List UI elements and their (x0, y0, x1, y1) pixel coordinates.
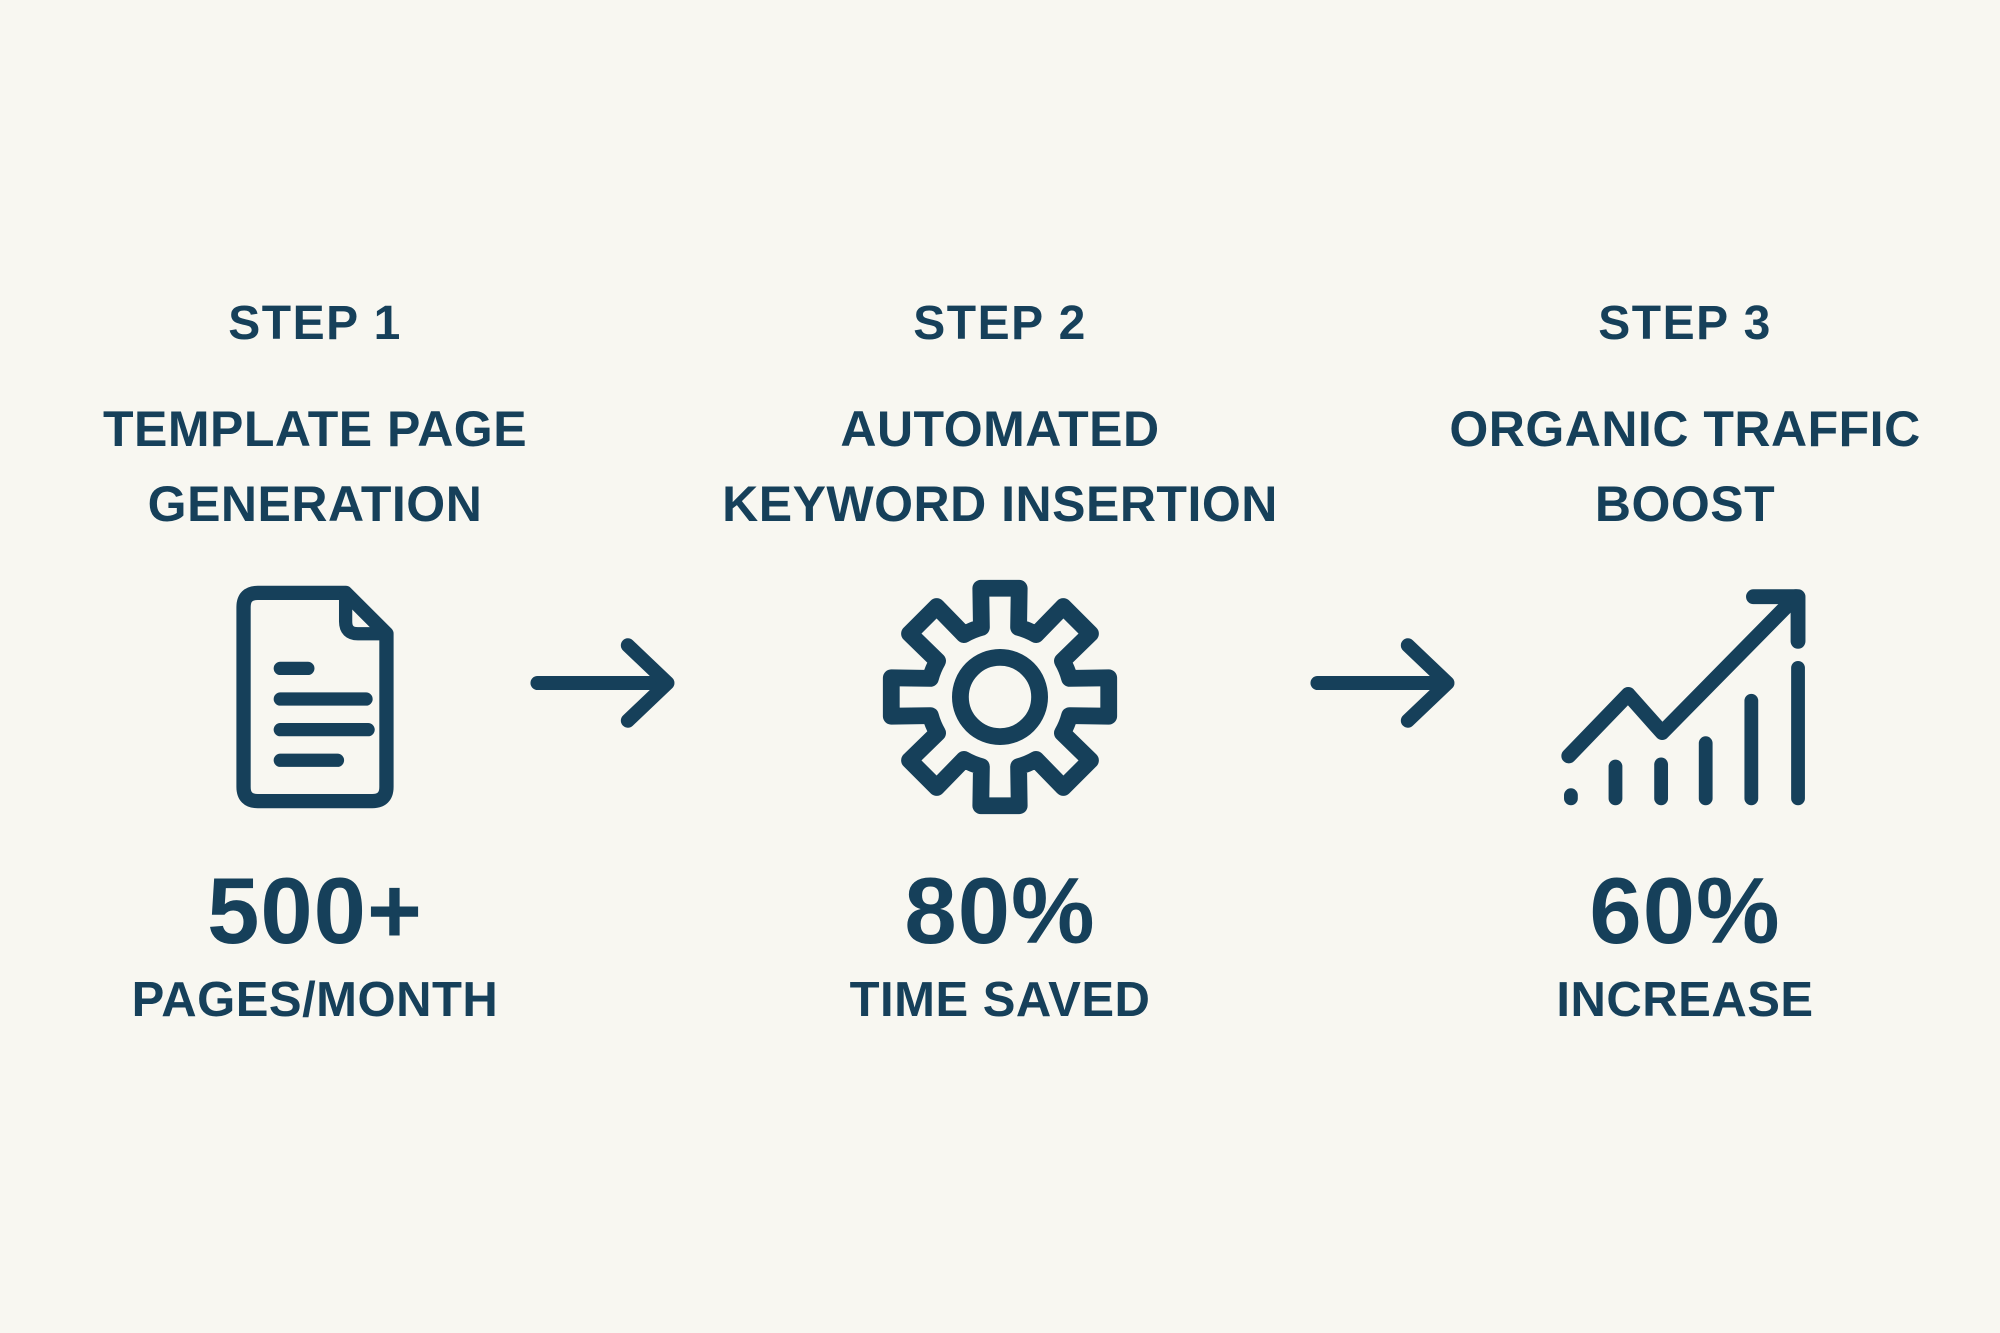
process-flow: STEP 1 TEMPLATE PAGE GENERATION 500+ PAG… (100, 297, 1920, 1027)
step-3-label: STEP 3 (1598, 297, 1772, 350)
step-2-stat-value: 80% (904, 858, 1096, 963)
connector-1 (530, 628, 690, 743)
step-1-stat-label: PAGES/MONTH (131, 973, 499, 1027)
step-1-title-line-1: TEMPLATE PAGE (102, 401, 528, 457)
step-column-2: STEP 2 AUTOMATED KEYWORD INSERTION 80% T… (690, 300, 1310, 1025)
step-3-title-line-2: BOOST (1594, 476, 1776, 532)
step-1-icon-box (217, 574, 413, 824)
step-1-title-line-2: GENERATION (147, 476, 483, 532)
step-column-1: STEP 1 TEMPLATE PAGE GENERATION 500+ PAG… (100, 300, 530, 1025)
gear-icon (880, 577, 1120, 822)
step-2-icon-box (880, 574, 1120, 824)
step-column-3: STEP 3 ORGANIC TRAFFIC BOOST (1449, 297, 1920, 1027)
step-1-label: STEP 1 (228, 297, 402, 350)
right-arrow-icon (1310, 628, 1470, 743)
step-2-label: STEP 2 (913, 297, 1087, 350)
connector-2 (1310, 628, 1470, 743)
step-2-title-line-1: AUTOMATED (840, 401, 1160, 457)
step-3-icon-box (1560, 574, 1810, 824)
step-2-stat-label: TIME SAVED (849, 973, 1151, 1027)
right-arrow-icon (530, 628, 690, 743)
step-3-stat-label: INCREASE (1556, 973, 1814, 1027)
step-2-title-line-2: KEYWORD INSERTION (722, 476, 1278, 532)
step-1-stat-value: 500+ (207, 858, 423, 963)
document-icon (217, 583, 413, 816)
step-3-title-line-1: ORGANIC TRAFFIC (1449, 401, 1921, 457)
growth-chart-icon (1560, 584, 1810, 814)
step-3-stat-value: 60% (1589, 858, 1781, 963)
